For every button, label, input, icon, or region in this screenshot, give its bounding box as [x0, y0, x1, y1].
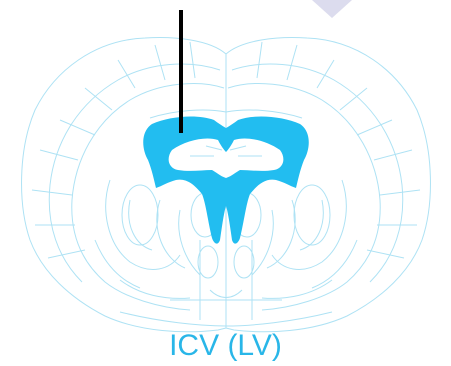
figure-caption: ICV (LV): [0, 328, 451, 364]
lateral-nuclei-right: [294, 185, 330, 245]
lower-nuclei-left: [198, 246, 218, 278]
lateral-nuclei-left: [122, 185, 158, 245]
lower-nuclei-right: [234, 246, 254, 278]
subcortical-structures-right: [252, 180, 357, 298]
corner-marker: [312, 0, 352, 18]
subcortical-structures-left: [95, 180, 200, 298]
